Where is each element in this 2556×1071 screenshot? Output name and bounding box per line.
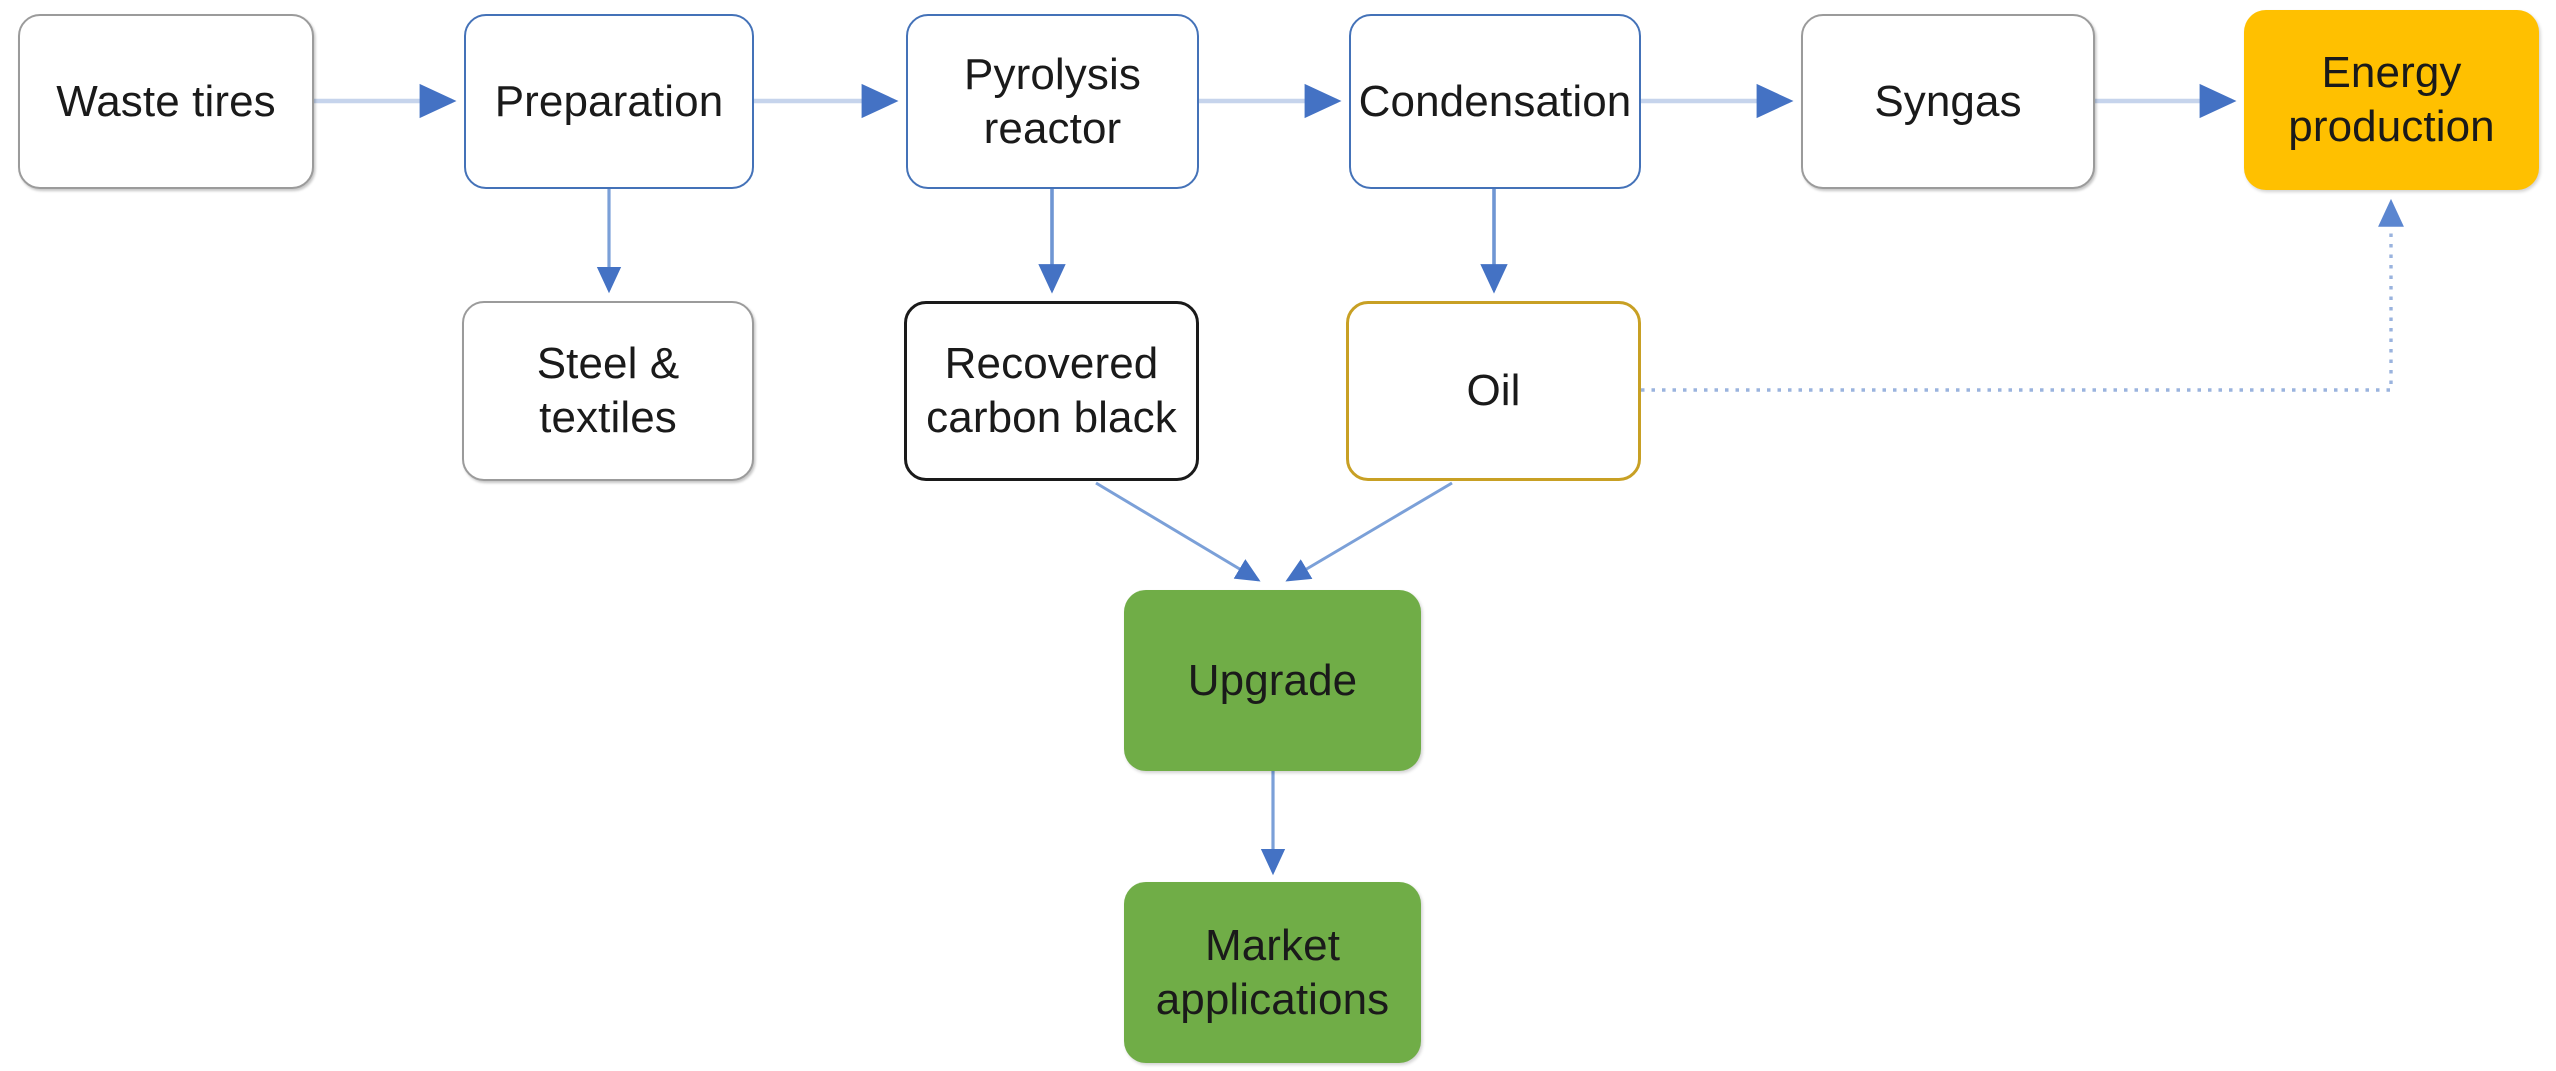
node-market-applications-label: Market applications	[1155, 920, 1390, 1024]
node-condensation-label: Condensation	[1358, 76, 1632, 126]
edge-oil-to-upgrade	[1285, 481, 1453, 582]
node-recovered-carbon-black[interactable]: Recovered carbon black	[904, 301, 1199, 481]
node-pyrolysis-reactor[interactable]: Pyrolysis reactor	[906, 14, 1199, 189]
edge-oil-to-energy-production	[1641, 198, 2404, 392]
node-market-applications[interactable]: Market applications	[1124, 882, 1421, 1063]
node-waste-tires-label: Waste tires	[56, 76, 276, 126]
node-oil-label: Oil	[1466, 366, 1521, 416]
node-steel-textiles-label: Steel & textiles	[536, 339, 680, 442]
node-energy-production[interactable]: Energy production	[2244, 10, 2539, 190]
node-energy-production-label: Energy production	[2288, 48, 2495, 151]
node-condensation[interactable]: Condensation	[1349, 14, 1641, 189]
node-steel-textiles[interactable]: Steel & textiles	[462, 301, 754, 481]
node-waste-tires[interactable]: Waste tires	[18, 14, 314, 189]
node-pyrolysis-reactor-label: Pyrolysis reactor	[964, 49, 1141, 153]
node-preparation[interactable]: Preparation	[464, 14, 754, 189]
node-syngas-label: Syngas	[1874, 76, 2022, 126]
node-upgrade[interactable]: Upgrade	[1124, 590, 1421, 771]
edge-recovered-carbon-black-to-upgrade	[1095, 481, 1261, 582]
node-upgrade-label: Upgrade	[1187, 655, 1358, 705]
node-recovered-carbon-black-label: Recovered carbon black	[926, 339, 1177, 442]
node-preparation-label: Preparation	[494, 76, 724, 126]
node-syngas[interactable]: Syngas	[1801, 14, 2095, 189]
node-oil[interactable]: Oil	[1346, 301, 1641, 481]
